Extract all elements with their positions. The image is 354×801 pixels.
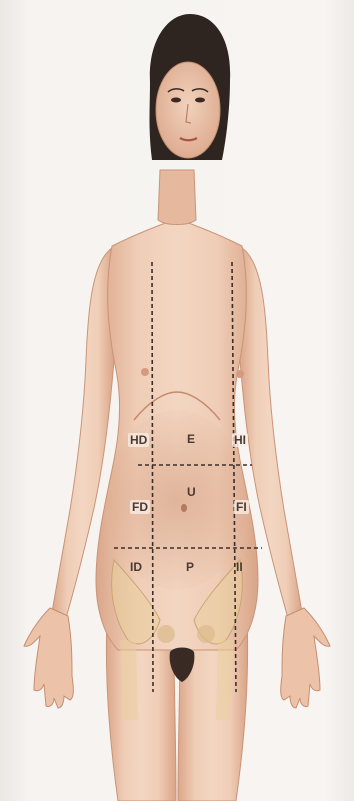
right-eye	[171, 98, 181, 103]
face	[156, 62, 220, 158]
neck	[158, 170, 196, 225]
label-right-flank: FD	[130, 500, 150, 514]
left-hand	[281, 608, 330, 708]
left-eye	[195, 98, 205, 103]
label-right-iliac: ID	[130, 560, 142, 574]
right-hand	[24, 608, 73, 708]
label-right-hypochondrium: HD	[128, 433, 149, 447]
label-left-iliac: II	[236, 560, 243, 574]
label-epigastrium: E	[187, 432, 195, 446]
right-hip-joint	[157, 625, 175, 643]
label-left-flank: FI	[234, 500, 249, 514]
label-left-hypochondrium: HI	[232, 433, 248, 447]
navel	[181, 504, 187, 512]
label-hypogastrium: P	[186, 560, 194, 574]
left-hip-joint	[197, 625, 215, 643]
label-umbilical: U	[187, 485, 196, 499]
right-nipple	[141, 368, 149, 376]
left-nipple	[236, 370, 244, 378]
